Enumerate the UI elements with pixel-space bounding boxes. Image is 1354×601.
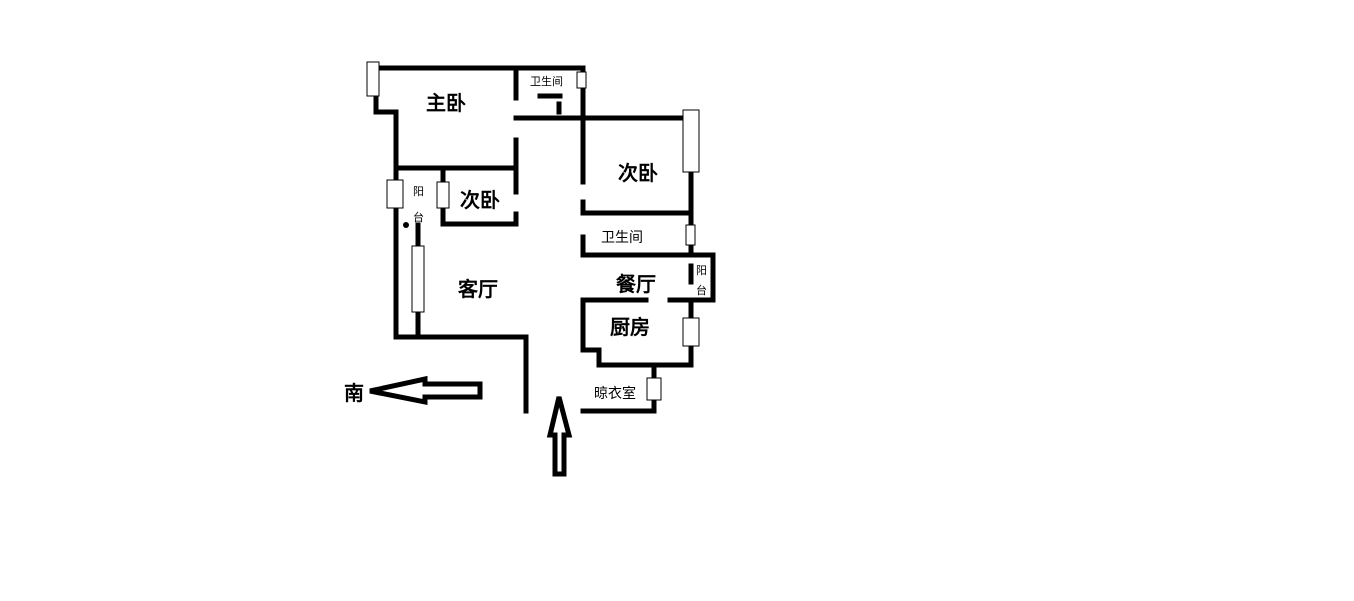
label-master-bedroom: 主卧 [426, 91, 466, 115]
window-right-bed [682, 109, 700, 173]
label-bathroom-mid: 卫生间 [601, 230, 643, 246]
compass: 南 [344, 375, 483, 406]
label-second-bedroom-left: 次卧 [460, 188, 500, 212]
label-balcony-left-2: 台 [413, 210, 424, 224]
window-drying [646, 377, 662, 401]
label-balcony-right-1: 阳 [696, 264, 707, 277]
room-labels: 主卧 卫生间 次卧 次卧 阳 台 卫生间 阳 台 客厅 餐厅 厨房 晾衣室 [413, 74, 707, 402]
label-bathroom-top: 卫生间 [530, 74, 563, 88]
window-left-balcony-outer [386, 179, 404, 209]
compass-south-label: 南 [344, 381, 364, 405]
window-mid-bath [685, 224, 696, 246]
entrance [546, 396, 573, 477]
fixture-dot [403, 222, 409, 228]
window-bath-top [576, 71, 587, 89]
south-arrow [369, 375, 483, 406]
label-balcony-left-1: 阳 [413, 185, 424, 198]
window-master-top-left [366, 61, 380, 97]
label-kitchen: 厨房 [610, 315, 650, 339]
label-second-bedroom-right: 次卧 [618, 161, 658, 185]
windows [366, 61, 700, 401]
walls [373, 65, 716, 414]
entrance-arrow [546, 396, 573, 477]
label-living-room: 客厅 [457, 277, 498, 301]
window-small-bed [436, 181, 450, 209]
window-kitchen [682, 317, 700, 347]
label-balcony-right-2: 台 [696, 283, 707, 297]
label-drying-room: 晾衣室 [594, 385, 636, 402]
label-dining-room: 餐厅 [616, 272, 656, 296]
window-left-balcony-inner [411, 245, 425, 313]
